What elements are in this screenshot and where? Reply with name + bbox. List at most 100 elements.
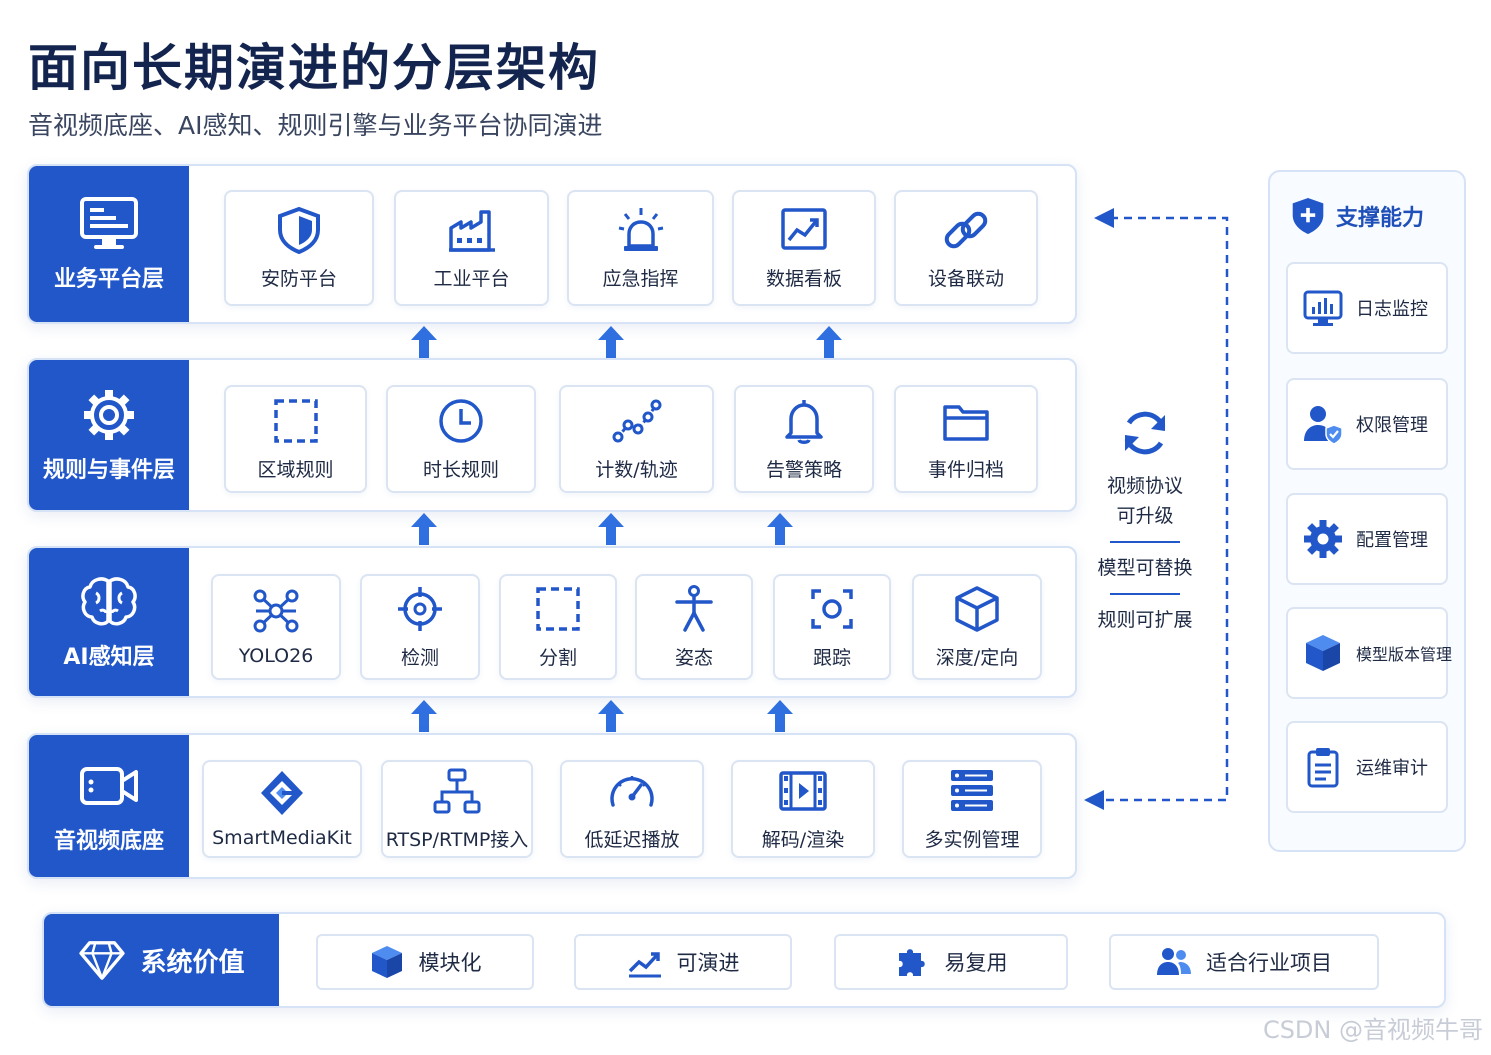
card-alarm-policy[interactable]: 告警策略 [734,385,874,493]
factory-icon [448,209,495,252]
card-device-linkage[interactable]: 设备联动 [894,190,1038,306]
support-item-log-monitor[interactable]: 日志监控 [1286,262,1448,354]
gear-icon [84,390,134,440]
card-decode-render[interactable]: 解码/渲染 [731,760,875,858]
crosshair-icon [398,586,442,631]
card-emergency-command[interactable]: 应急指挥 [567,190,714,306]
flex-note-rules: 规则可扩展 [1097,609,1193,631]
cube-icon [371,946,402,978]
support-item-model-version[interactable]: 模型版本管理 [1286,607,1452,699]
card-security-platform[interactable]: 安防平台 [224,190,374,306]
up-arrow-icon [767,700,793,732]
layer-head: 业务平台层 [29,166,189,322]
diamond-icon [79,941,126,980]
card-label: 区域规则 [257,458,334,481]
card-industrial-platform[interactable]: 工业平台 [394,190,549,306]
card-label: 分割 [538,646,577,669]
card-detection[interactable]: 检测 [360,574,480,680]
card-label: 事件归档 [927,458,1004,481]
card-smartmediakit[interactable]: SmartMediaKit [202,760,362,858]
layer-label: 音视频底座 [53,829,164,854]
layer-head: AI感知层 [29,548,189,696]
trend-up-icon [628,952,661,978]
server-stack-icon [951,769,993,811]
card-event-archive[interactable]: 事件归档 [894,385,1038,493]
flexibility-notes: 视频协议 可升级 模型可替换 规则可扩展 [1090,405,1200,635]
support-item-label: 模型版本管理 [1356,645,1453,664]
layer-label: AI感知层 [63,645,155,670]
card-label: 解码/渲染 [761,828,845,851]
layer-rules-events: 规则与事件层 区域规则 时长规则 计数/轨迹 告警策略 [27,358,1077,512]
network-topology-icon [433,768,481,813]
trajectory-icon [612,399,661,442]
support-item-permission[interactable]: 权限管理 [1286,378,1448,470]
support-item-config[interactable]: 配置管理 [1286,493,1448,585]
card-yolo26[interactable]: YOLO26 [211,574,341,680]
monitor-icon [80,197,138,249]
up-arrow-icon [598,326,624,358]
page-subtitle: 音视频底座、AI感知、规则引擎与业务平台协同演进 [28,111,603,140]
value-modular[interactable]: 模块化 [316,934,534,990]
layer-head: 规则与事件层 [29,360,189,510]
value-label: 适合行业项目 [1206,951,1332,975]
card-label: 告警策略 [765,458,842,481]
up-arrow-icon [411,513,437,545]
card-tracking[interactable]: 跟踪 [773,574,891,680]
card-multi-instance[interactable]: 多实例管理 [902,760,1042,858]
link-icon [944,211,988,248]
value-industry-projects[interactable]: 适合行业项目 [1109,934,1379,990]
card-label: 跟踪 [812,646,851,669]
shield-plus-icon [1292,198,1324,234]
card-count-trajectory[interactable]: 计数/轨迹 [559,385,714,493]
refresh-icon [1124,411,1166,455]
card-rtsp-rtmp[interactable]: RTSP/RTMP接入 [381,760,533,858]
card-depth-orientation[interactable]: 深度/定向 [912,574,1042,680]
support-item-label: 权限管理 [1356,415,1428,436]
card-pose[interactable]: 姿态 [635,574,753,680]
up-arrow-icon [816,326,842,358]
card-label: RTSP/RTMP接入 [385,828,529,851]
clock-icon [439,398,483,443]
network-icon [253,589,299,633]
value-evolvable[interactable]: 可演进 [574,934,792,990]
up-arrow-icon [411,700,437,732]
card-area-rule[interactable]: 区域规则 [224,385,367,493]
support-head: 支撑能力 [1290,196,1424,236]
value-reusable[interactable]: 易复用 [834,934,1068,990]
speedometer-icon [610,775,654,807]
alarm-light-icon [618,207,663,251]
up-arrow-icon [598,700,624,732]
card-label: 工业平台 [433,267,510,290]
card-segmentation[interactable]: 分割 [499,574,617,680]
system-value-bar: 系统价值 模块化 可演进 易复用 适合行业项目 [42,912,1446,1008]
value-label: 易复用 [944,951,1008,975]
support-item-ops-audit[interactable]: 运维审计 [1286,721,1448,813]
puzzle-icon [898,949,925,976]
card-duration-rule[interactable]: 时长规则 [386,385,536,493]
card-label: 设备联动 [927,267,1004,290]
watermark: CSDN @音视频牛哥 [1262,1016,1483,1044]
value-head: 系统价值 [44,914,279,1006]
bell-icon [785,399,823,444]
users-icon [1157,948,1191,975]
support-title: 支撑能力 [1336,206,1425,231]
support-capabilities-panel: 支撑能力 日志监控 权限管理 [1268,170,1466,852]
dashed-square-icon [536,586,580,631]
card-label: 安防平台 [260,267,337,290]
user-shield-icon [1304,406,1343,445]
layer-head: 音视频底座 [29,735,189,877]
up-arrow-icon [598,513,624,545]
card-low-latency-playback[interactable]: 低延迟播放 [560,760,704,858]
cube-outline-icon [955,585,999,632]
evolution-connector [1084,208,1229,810]
cube-icon [1306,635,1340,671]
support-item-label: 日志监控 [1356,299,1428,320]
monitor-chart-icon [1303,290,1343,326]
dashed-square-icon [273,398,318,443]
up-arrow-icon [767,513,793,545]
card-data-dashboard[interactable]: 数据看板 [732,190,876,306]
flex-note-upgradable: 可升级 [1116,505,1174,527]
support-item-label: 配置管理 [1356,530,1428,551]
flex-note-protocol: 视频协议 [1106,475,1183,497]
smartmediakit-logo-icon [261,771,303,815]
